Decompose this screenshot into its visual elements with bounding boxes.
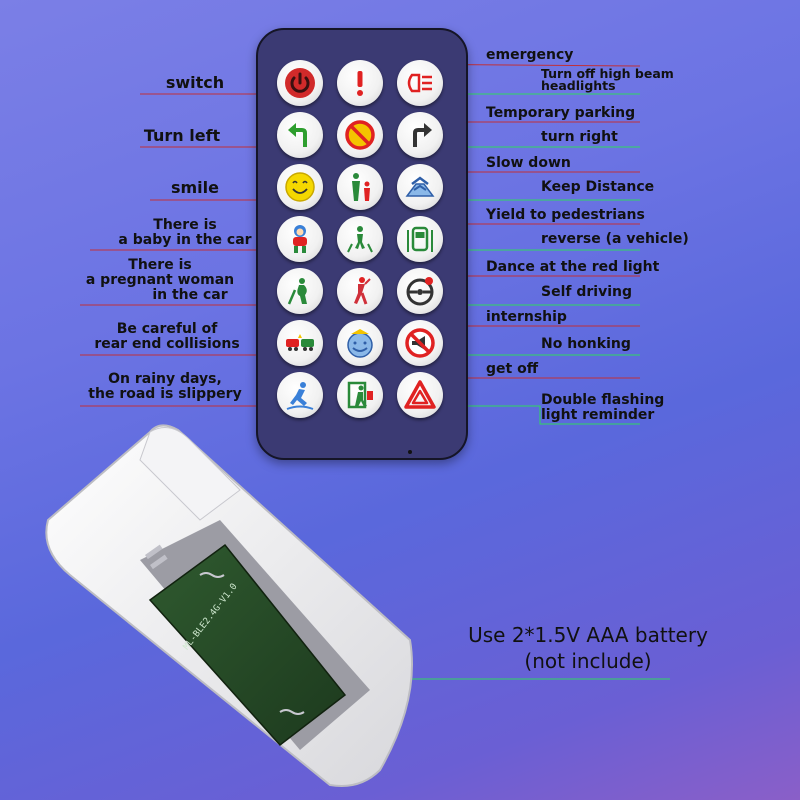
dance-red-light-button[interactable] (337, 268, 383, 314)
label-self-driving: Self driving (541, 284, 632, 300)
reverse-car-icon (407, 226, 433, 252)
label-rainy-days: On rainy days,the road is slippery (88, 371, 242, 402)
label-turn-right: turn right (541, 129, 618, 145)
keep-distance-button[interactable] (397, 164, 443, 210)
turn-left-button[interactable] (277, 112, 323, 158)
high-beam-off-icon (407, 73, 432, 93)
battery-note-line1: Use 2*1.5V AAA battery (468, 623, 708, 647)
battery-note: Use 2*1.5V AAA battery (not include) (458, 622, 718, 674)
learner-face-icon (347, 329, 373, 358)
label-reverse-vehicle: reverse (a vehicle) (541, 231, 689, 247)
baby-button[interactable] (277, 216, 323, 262)
label-internship: internship (486, 309, 567, 325)
adult-child-icon (352, 173, 370, 201)
slippery-road-icon (286, 382, 314, 410)
double-flashing-button[interactable] (397, 372, 443, 418)
turn-right-button[interactable] (397, 112, 443, 158)
label-temporary-parking: Temporary parking (486, 105, 636, 121)
yield-pedestrians-button[interactable] (337, 216, 383, 262)
label-dance-red-light: Dance at the red light (486, 259, 660, 275)
no-honking-icon (405, 328, 435, 358)
pregnant-woman-icon (287, 278, 307, 305)
baby-icon (293, 225, 307, 253)
turn-left-arrow-icon (288, 123, 307, 147)
temporary-parking-button[interactable] (337, 112, 383, 158)
label-yield-pedestrians: Yield to pedestrians (486, 207, 645, 223)
no-honking-button[interactable] (397, 320, 443, 366)
label-slow-down: Slow down (486, 155, 571, 171)
hazard-triangle-icon (404, 380, 436, 409)
battery-note-line2: (not include) (524, 649, 652, 673)
adult-child-button[interactable] (337, 164, 383, 210)
label-emergency: emergency (486, 47, 574, 63)
slippery-road-button[interactable] (277, 372, 323, 418)
label-switch: switch (165, 73, 225, 92)
pedestrian-crossing-icon (347, 226, 373, 253)
internship-button[interactable] (337, 320, 383, 366)
smile-button[interactable] (277, 164, 323, 210)
power-button[interactable] (277, 60, 323, 106)
rear-collision-icon (286, 334, 314, 351)
label-no-honking: No honking (541, 336, 631, 352)
rear-end-collision-button[interactable] (277, 320, 323, 366)
turn-right-arrow-icon (413, 123, 432, 147)
label-keep-distance: Keep Distance (541, 179, 655, 195)
get-off-button[interactable] (337, 372, 383, 418)
label-turn-left: Turn left (143, 126, 221, 145)
power-icon (285, 68, 315, 98)
smiley-icon (285, 172, 315, 202)
emergency-button[interactable] (337, 60, 383, 106)
high-beam-off-button[interactable] (397, 60, 443, 106)
ir-dot (408, 450, 412, 454)
self-driving-button[interactable] (397, 268, 443, 314)
pregnant-woman-button[interactable] (277, 268, 323, 314)
exit-door-icon (347, 381, 373, 409)
label-smile: smile (170, 178, 219, 197)
exclamation-icon (357, 71, 363, 96)
reverse-vehicle-button[interactable] (397, 216, 443, 262)
self-driving-steering-icon (406, 277, 434, 306)
dancer-icon (354, 277, 371, 305)
label-get-off: get off (486, 361, 539, 377)
keep-distance-icon (405, 176, 435, 197)
no-parking-icon (345, 120, 375, 150)
